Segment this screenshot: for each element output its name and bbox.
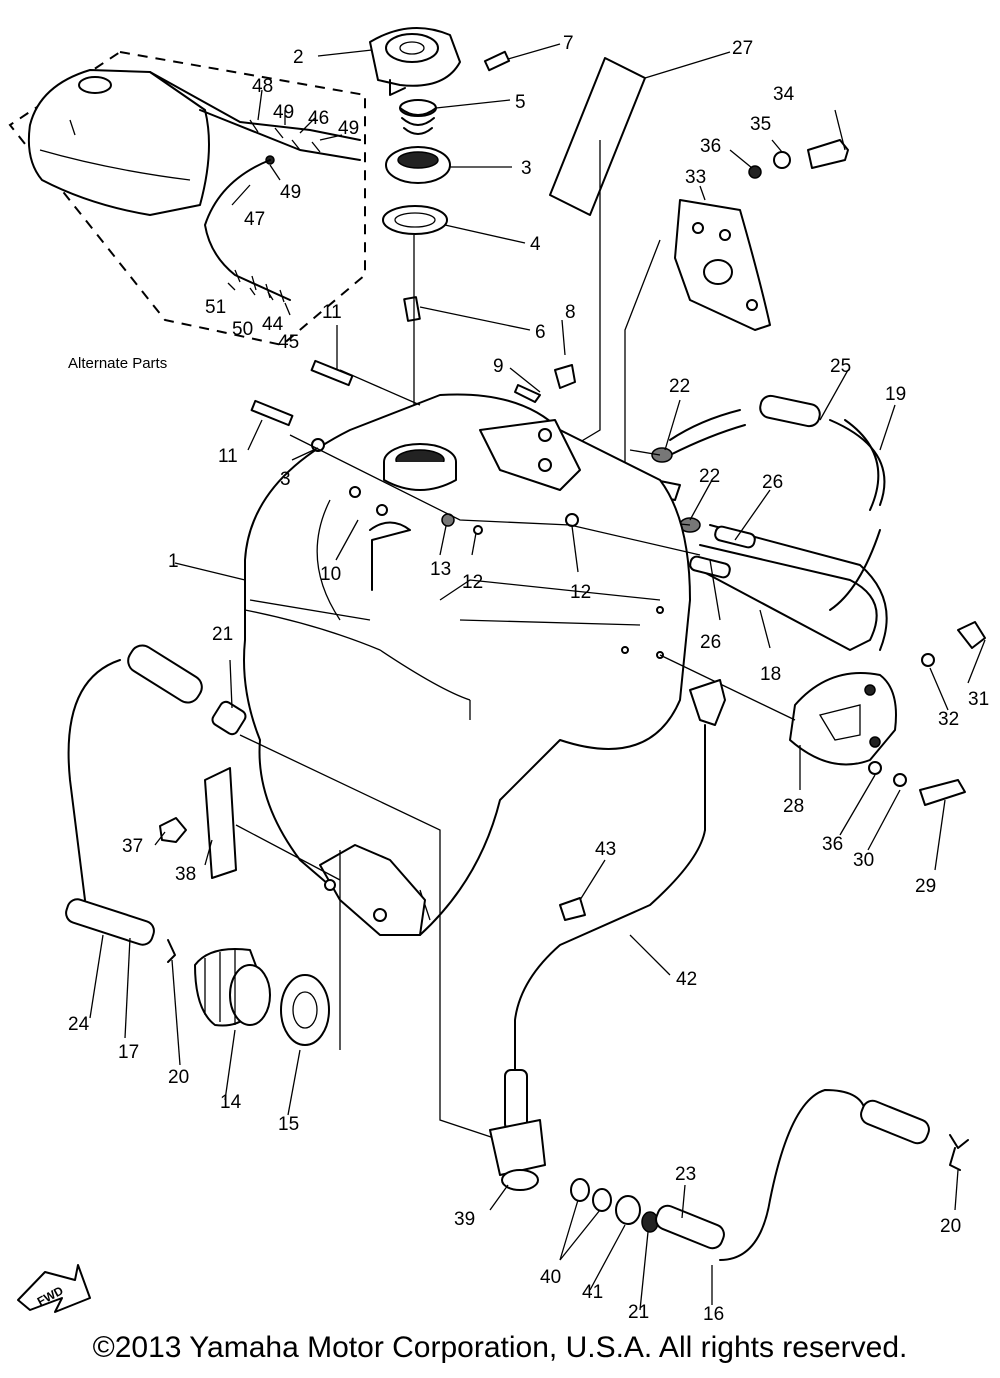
callout-label: 14 — [220, 1092, 242, 1113]
callout-label: 20 — [168, 1067, 189, 1088]
callout-label: 17 — [118, 1042, 139, 1063]
left-fuel-hose — [65, 644, 501, 1141]
fuel-cap-assembly — [369, 26, 511, 440]
callout-label: 1 — [168, 551, 179, 572]
callout-label: 33 — [685, 167, 706, 188]
callout-label: 50 — [232, 319, 253, 340]
callout-label: 4 — [530, 234, 541, 255]
callout-label: 9 — [493, 356, 504, 377]
callout-label: 20 — [940, 1216, 961, 1237]
callout-label: 26 — [700, 632, 721, 653]
callout-label: 7 — [563, 33, 574, 54]
callout-label: 2 — [293, 47, 304, 68]
callout-label: 28 — [783, 796, 804, 817]
callout-labels: 2 7 5 3 4 6 8 9 27 34 35 36 33 25 19 22 … — [68, 33, 989, 1320]
callout-label: 23 — [675, 1164, 696, 1185]
callout-label: 3 — [521, 158, 532, 179]
callout-label: 48 — [252, 76, 273, 97]
callout-label: 12 — [462, 572, 483, 593]
callout-label: 36 — [700, 136, 721, 157]
callout-label: 42 — [676, 969, 697, 990]
upper-bracket — [549, 139, 849, 470]
callout-label: 10 — [320, 564, 341, 585]
forward-arrow: FWD — [17, 1264, 91, 1313]
fuel-cock — [167, 939, 330, 1046]
gauge-sender — [489, 679, 726, 1191]
callout-label: 5 — [515, 92, 526, 113]
callout-label: 22 — [699, 466, 720, 487]
callout-label: 38 — [175, 864, 196, 885]
callout-label: 41 — [582, 1282, 603, 1303]
callout-label: 46 — [308, 108, 329, 129]
lower-bracket — [159, 767, 341, 1050]
callout-label: 31 — [968, 689, 989, 710]
callout-label: 27 — [732, 38, 753, 59]
callout-label: 8 — [565, 302, 576, 323]
callout-label: 40 — [540, 1267, 561, 1288]
callout-label: 49 — [338, 118, 359, 139]
leader-lines — [89, 43, 986, 1311]
callout-label: 18 — [760, 664, 781, 685]
callout-label: 35 — [750, 114, 771, 135]
callout-label: 49 — [280, 182, 301, 203]
callout-label: 21 — [212, 624, 233, 645]
callout-label: 44 — [262, 314, 284, 335]
alternate-parts-label: Alternate Parts — [68, 355, 167, 372]
callout-label: 13 — [430, 559, 451, 580]
callout-label: 51 — [205, 297, 226, 318]
callout-label: 45 — [278, 332, 299, 353]
callout-label: 39 — [454, 1209, 475, 1230]
fuel-tank — [243, 359, 701, 936]
fuel-tank-exploded-diagram: Alternate Parts — [8, 26, 989, 1320]
callout-label: 22 — [669, 376, 690, 397]
vent-hoses — [629, 394, 888, 651]
callout-label: 6 — [535, 322, 546, 343]
callout-label: 12 — [570, 582, 591, 603]
callout-label: 32 — [938, 709, 959, 730]
callout-label: 11 — [218, 446, 238, 467]
callout-label: 26 — [762, 472, 783, 493]
callout-label: 16 — [703, 1304, 724, 1320]
callout-label: 11 — [322, 302, 342, 323]
callout-label: 47 — [244, 209, 265, 230]
side-plate — [659, 621, 986, 806]
callout-label: 21 — [628, 1302, 649, 1320]
callout-label: 43 — [595, 839, 616, 860]
callout-label: 34 — [773, 84, 795, 105]
callout-label: 24 — [68, 1014, 90, 1035]
callout-label: 29 — [915, 876, 936, 897]
copyright-notice: ©2013 Yamaha Motor Corporation, U.S.A. A… — [92, 1331, 908, 1364]
alternate-parts-inset: Alternate Parts — [8, 50, 366, 372]
lower-fuel-line — [570, 1089, 969, 1261]
callout-label: 19 — [885, 384, 906, 405]
tank-strip — [549, 57, 646, 216]
callout-label: 49 — [273, 102, 294, 123]
callout-label: 25 — [830, 356, 851, 377]
callout-label: 30 — [853, 850, 874, 871]
callout-label: 36 — [822, 834, 843, 855]
callout-label: 15 — [278, 1114, 299, 1135]
callout-label: 3 — [280, 469, 291, 490]
callout-label: 37 — [122, 836, 143, 857]
